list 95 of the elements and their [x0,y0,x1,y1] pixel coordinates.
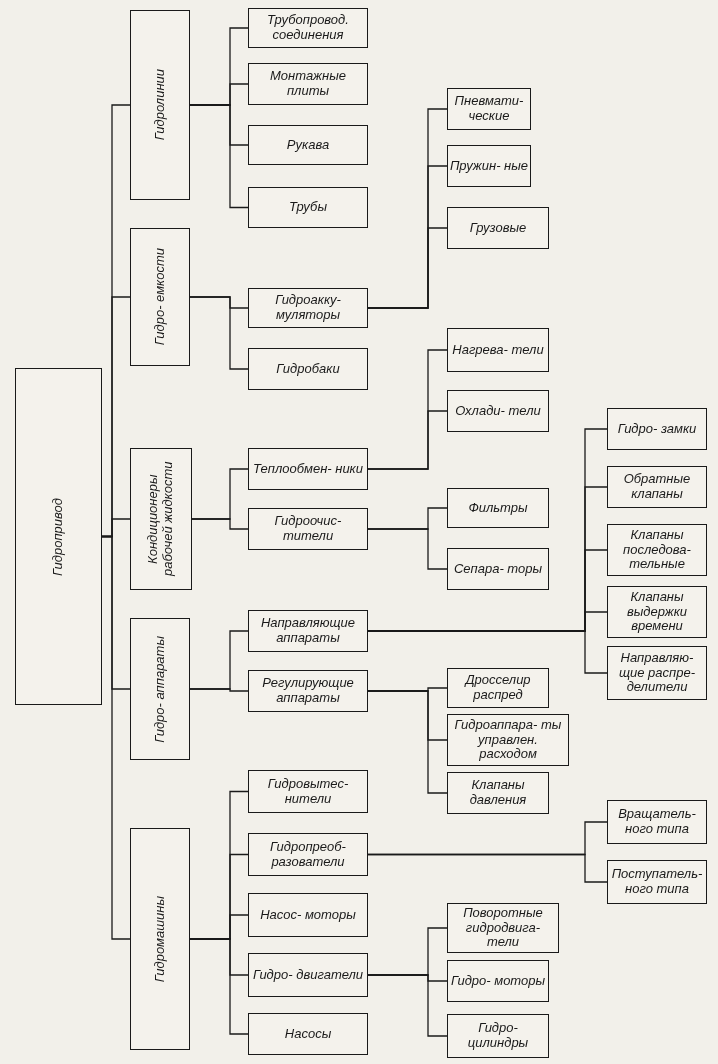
box-label: Насосы [284,1026,332,1042]
connector-line [189,104,249,209]
category-box [248,893,368,937]
box-label: Нагрева- тели [452,342,544,358]
category-box [447,390,549,432]
box-label: Теплообмен- ники [253,461,363,477]
category-box [248,1013,368,1055]
box-label: Трубопровод. соединения [266,13,350,43]
category-box [248,448,368,490]
box-label: Насос- моторы [260,907,356,923]
category-box [248,770,368,813]
box-label: Монтажные плиты [269,69,347,99]
category-box [248,187,368,228]
box-label: Рукава [286,137,330,153]
category-box [447,488,549,528]
box-label: Гидро- замки [617,421,697,437]
category-box [607,860,707,904]
box-label: Охлади- тели [455,403,541,419]
category-box [248,953,368,997]
connector-line [367,227,448,309]
category-box [130,10,190,200]
box-label: Гидро- двигатели [252,967,364,983]
category-box [15,368,102,705]
category-box [248,288,368,328]
connector-line [191,518,249,530]
connector-line [189,688,249,692]
category-box [130,228,190,366]
box-label: Поступатель- ного типа [610,867,704,897]
category-box [447,714,569,766]
connector-line [367,630,608,674]
category-box [130,448,192,590]
box-label: Обратные клапаны [622,472,692,502]
category-box [248,125,368,165]
category-box [607,408,707,450]
box-label: Пружин- ные [449,158,529,174]
box-label: Гидро- моторы [450,973,546,989]
connector-line [189,296,249,370]
category-box [248,670,368,712]
category-box [447,548,549,590]
category-box [130,618,190,760]
box-label: Гидроочис- тители [273,514,343,544]
category-box [248,348,368,390]
category-box [248,833,368,876]
box-label: Сепара- торы [453,561,543,577]
box-label: Кондиционеры рабочей жидкости [146,460,176,579]
box-label: Направляю- щие распре- делители [617,650,696,696]
category-box [248,508,368,550]
category-box [607,524,707,576]
category-box [130,828,190,1050]
box-label: Поворотные гидродвига- тели [462,905,544,951]
box-label: Трубы [289,200,327,215]
box-label: Гидромашины [152,895,168,983]
box-label: Гидропривод [51,497,66,576]
box-label: Гидровытес- нители [266,776,350,807]
box-label: Клапаны последова- тельные [622,527,692,573]
box-label: Гидро- цилиндры [466,1021,530,1051]
box-label: Пневмати- ческие [453,94,525,124]
box-label: Гидропреоб- разователи [269,839,347,870]
box-label: Гидроакку- муляторы [274,293,342,323]
category-box [607,586,707,638]
box-label: Гидробаки [276,361,340,377]
box-label: Фильтры [468,500,528,516]
category-box [248,63,368,105]
connector-line [367,853,608,883]
box-label: Гидролинии [152,69,168,141]
box-label: Гидро- аппараты [152,635,168,743]
box-label: Клапаны выдержки времени [625,589,689,635]
category-box [447,88,531,130]
box-label: Гидро- емкости [152,248,168,346]
connector-line [367,974,448,1037]
connector-line [367,528,448,570]
category-box [447,668,549,708]
category-box [607,800,707,844]
connector-line [367,690,448,794]
box-label: Дросселир распред [463,673,532,703]
connector-line [367,410,448,470]
box-label: Направляющие аппараты [260,616,356,646]
category-box [248,8,368,48]
box-label: Грузовые [469,220,527,236]
category-box [447,903,559,953]
category-box [607,466,707,508]
connector-line [189,938,249,1035]
category-box [447,207,549,249]
connector-line [101,535,131,940]
box-label: Гидроаппара- ты управлен. расходом [453,717,563,763]
category-box [248,610,368,652]
box-label: Клапаны давления [468,778,528,808]
category-box [447,145,531,187]
category-box [607,646,707,700]
category-box [447,960,549,1002]
box-label: Вращатель- ного типа [617,807,697,837]
category-box [447,328,549,372]
category-box [447,1014,549,1058]
box-label: Регулирующие аппараты [261,676,355,706]
category-box [447,772,549,814]
